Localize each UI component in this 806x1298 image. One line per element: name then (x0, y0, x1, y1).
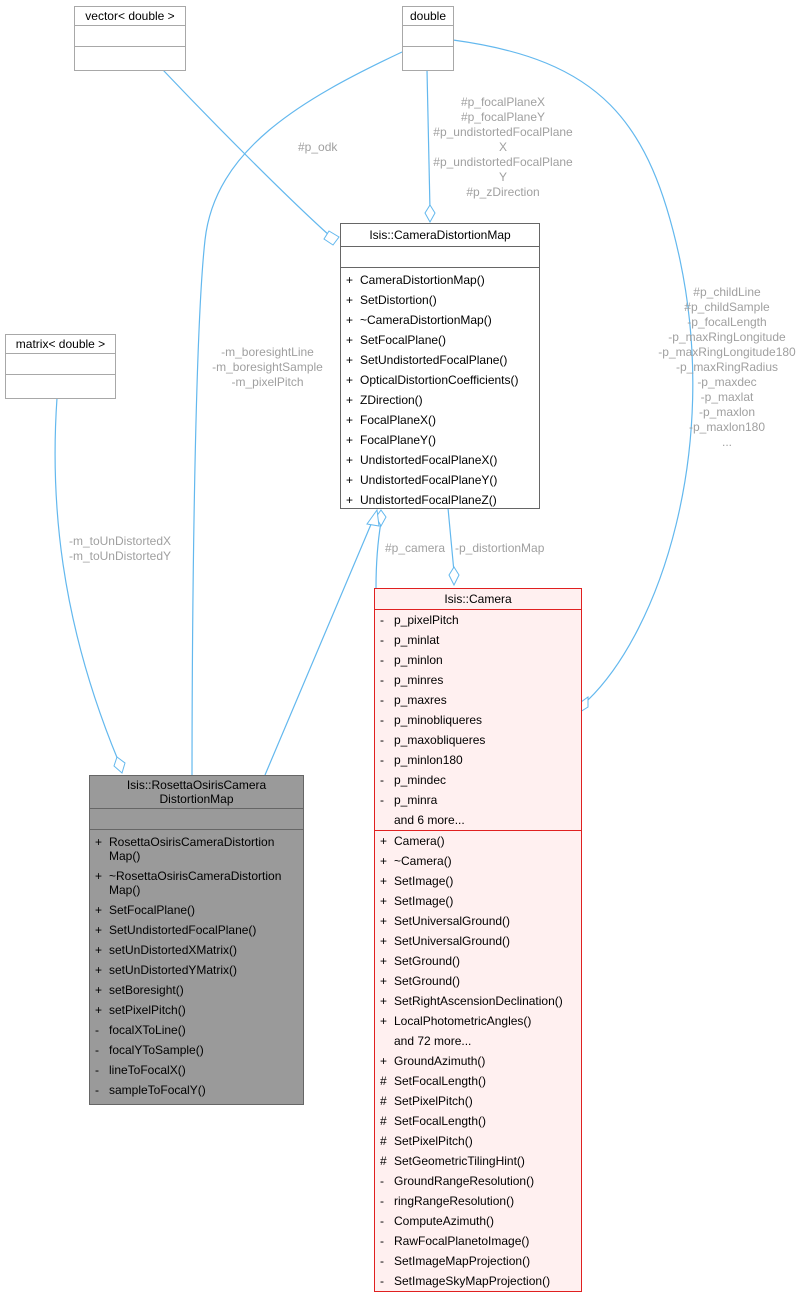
method-item[interactable]: -ringRangeResolution() (380, 1194, 515, 1208)
method-item[interactable]: #SetPixelPitch() (380, 1134, 473, 1148)
method-item[interactable]: -GroundRangeResolution() (380, 1174, 535, 1188)
method-item[interactable]: +SetImage() (380, 874, 454, 888)
method-item[interactable]: +ZDirection() (346, 393, 423, 407)
diamond-to-undistorted (113, 756, 126, 774)
method-item[interactable]: #SetFocalLength() (380, 1074, 487, 1088)
methods-section: +Camera() +~Camera() +SetImage() +SetIma… (375, 831, 581, 1291)
attribute-item[interactable]: -p_maxobliqueres (380, 733, 486, 747)
attribute-item[interactable]: -p_minres (380, 673, 444, 687)
edge-p-distortion-map (447, 507, 455, 573)
class-camera[interactable]: Isis::Camera -p_pixelPitch -p_minlat -p_… (374, 588, 582, 1292)
diamond-p-odk (323, 230, 340, 246)
class-title: double (403, 7, 453, 26)
label-p-camera: #p_camera (385, 541, 446, 555)
method-item[interactable]: +SetUndistortedFocalPlane() (95, 923, 257, 937)
class-title: vector< double > (75, 7, 185, 26)
attribute-item[interactable]: -p_minlat (380, 633, 440, 647)
class-vector-double[interactable]: vector< double > (74, 6, 186, 71)
edge-boresight (191, 51, 403, 791)
method-item[interactable]: +SetRightAscensionDeclination() (380, 994, 563, 1008)
inheritance-arrow (366, 508, 380, 527)
method-item[interactable]: +~Camera() (380, 854, 452, 868)
class-matrix-double[interactable]: matrix< double > (5, 334, 116, 399)
attribute-item[interactable]: -p_minlon (380, 653, 443, 667)
edge-to-undistorted (54, 397, 119, 761)
edge-inheritance (264, 521, 373, 776)
method-item[interactable]: +SetFocalPlane() (346, 333, 447, 347)
method-item[interactable]: +UndistortedFocalPlaneY() (346, 473, 498, 487)
method-item[interactable]: #SetPixelPitch() (380, 1094, 473, 1108)
method-more[interactable]: and 72 more... (394, 1034, 472, 1048)
label-p-odk: #p_odk (298, 140, 338, 154)
class-camera-distortion-map[interactable]: Isis::CameraDistortionMap +CameraDistort… (340, 223, 540, 509)
label-to-undistorted: -m_toUnDistortedX -m_toUnDistortedY (68, 534, 172, 563)
attribute-more[interactable]: and 6 more... (394, 813, 465, 827)
method-item[interactable]: +SetImage() (380, 894, 454, 908)
class-title: matrix< double > (6, 335, 115, 354)
edge-p-odk (162, 69, 331, 237)
method-item[interactable]: +SetGround() (380, 974, 461, 988)
attribute-item[interactable]: -p_pixelPitch (380, 613, 459, 627)
label-focal-plane: #p_focalPlaneX #p_focalPlaneY #p_undisto… (433, 95, 573, 199)
methods-section: +CameraDistortionMap() +SetDistortion() … (341, 268, 539, 510)
class-title: Isis::Camera (375, 589, 581, 610)
method-item[interactable]: +SetDistortion() (346, 293, 437, 307)
method-item[interactable]: #SetGeometricTilingHint() (380, 1154, 525, 1168)
method-item[interactable]: +GroundAzimuth() (380, 1054, 486, 1068)
method-item[interactable]: -lineToFocalX() (95, 1063, 186, 1077)
method-item[interactable]: +~CameraDistortionMap() (346, 313, 492, 327)
attribute-item[interactable]: -p_maxres (380, 693, 447, 707)
method-item[interactable]: +CameraDistortionMap() (346, 273, 485, 287)
attribute-item[interactable]: -p_minra (380, 793, 438, 807)
method-item[interactable]: -sampleToFocalY() (95, 1083, 206, 1097)
method-item[interactable]: +SetUniversalGround() (380, 914, 511, 928)
method-item[interactable]: -focalXToLine() (95, 1023, 186, 1037)
class-rosetta-osiris-camera-distortion-map[interactable]: Isis::RosettaOsirisCamera DistortionMap … (89, 775, 304, 1105)
label-camera-members: #p_childLine #p_childSample -p_focalLeng… (658, 285, 796, 449)
edge-focal-plane (426, 69, 431, 211)
diamond-p-distortion-map (448, 566, 460, 587)
method-item[interactable]: -ComputeAzimuth() (380, 1214, 495, 1228)
method-item[interactable]: +UndistortedFocalPlaneX() (346, 453, 498, 467)
method-item[interactable]: +setBoresight() (95, 983, 184, 997)
class-title: Isis::RosettaOsirisCamera DistortionMap (90, 776, 303, 809)
attribute-item[interactable]: -p_minlon180 (380, 753, 463, 767)
class-double[interactable]: double (402, 6, 454, 71)
method-item[interactable]: +UndistortedFocalPlaneZ() (346, 493, 497, 507)
method-item[interactable]: +SetFocalPlane() (95, 903, 196, 917)
label-boresight: -m_boresightLine -m_boresightSample -m_p… (212, 345, 323, 389)
method-item[interactable]: +SetGround() (380, 954, 461, 968)
method-item[interactable]: +SetUniversalGround() (380, 934, 511, 948)
method-item[interactable]: +LocalPhotometricAngles() (380, 1014, 532, 1028)
attributes-section: -p_pixelPitch -p_minlat -p_minlon -p_min… (375, 610, 581, 831)
method-item[interactable]: -SetImageMapProjection() (380, 1254, 531, 1268)
attribute-item[interactable]: -p_minobliqueres (380, 713, 483, 727)
method-item[interactable]: +setUnDistortedYMatrix() (95, 963, 238, 977)
edge-camera-members (452, 39, 694, 701)
edge-p-camera (375, 521, 382, 589)
method-item[interactable]: +SetUndistortedFocalPlane() (346, 353, 508, 367)
method-item[interactable]: +Camera() (380, 834, 445, 848)
method-item[interactable]: +setPixelPitch() (95, 1003, 186, 1017)
label-p-distortion-map: -p_distortionMap (455, 541, 545, 555)
method-item[interactable]: -RawFocalPlanetoImage() (380, 1234, 530, 1248)
attribute-item[interactable]: -p_mindec (380, 773, 447, 787)
method-item[interactable]: +FocalPlaneX() (346, 413, 437, 427)
method-item[interactable]: +OpticalDistortionCoefficients() (346, 373, 519, 387)
method-item[interactable]: #SetFocalLength() (380, 1114, 487, 1128)
method-item[interactable]: +setUnDistortedXMatrix() (95, 943, 238, 957)
diamond-focal-plane (424, 204, 436, 224)
method-item[interactable]: -SetImageSkyMapProjection() (380, 1274, 551, 1288)
method-item[interactable]: -focalYToSample() (95, 1043, 204, 1057)
method-item[interactable]: +FocalPlaneY() (346, 433, 437, 447)
class-title: Isis::CameraDistortionMap (341, 224, 539, 247)
